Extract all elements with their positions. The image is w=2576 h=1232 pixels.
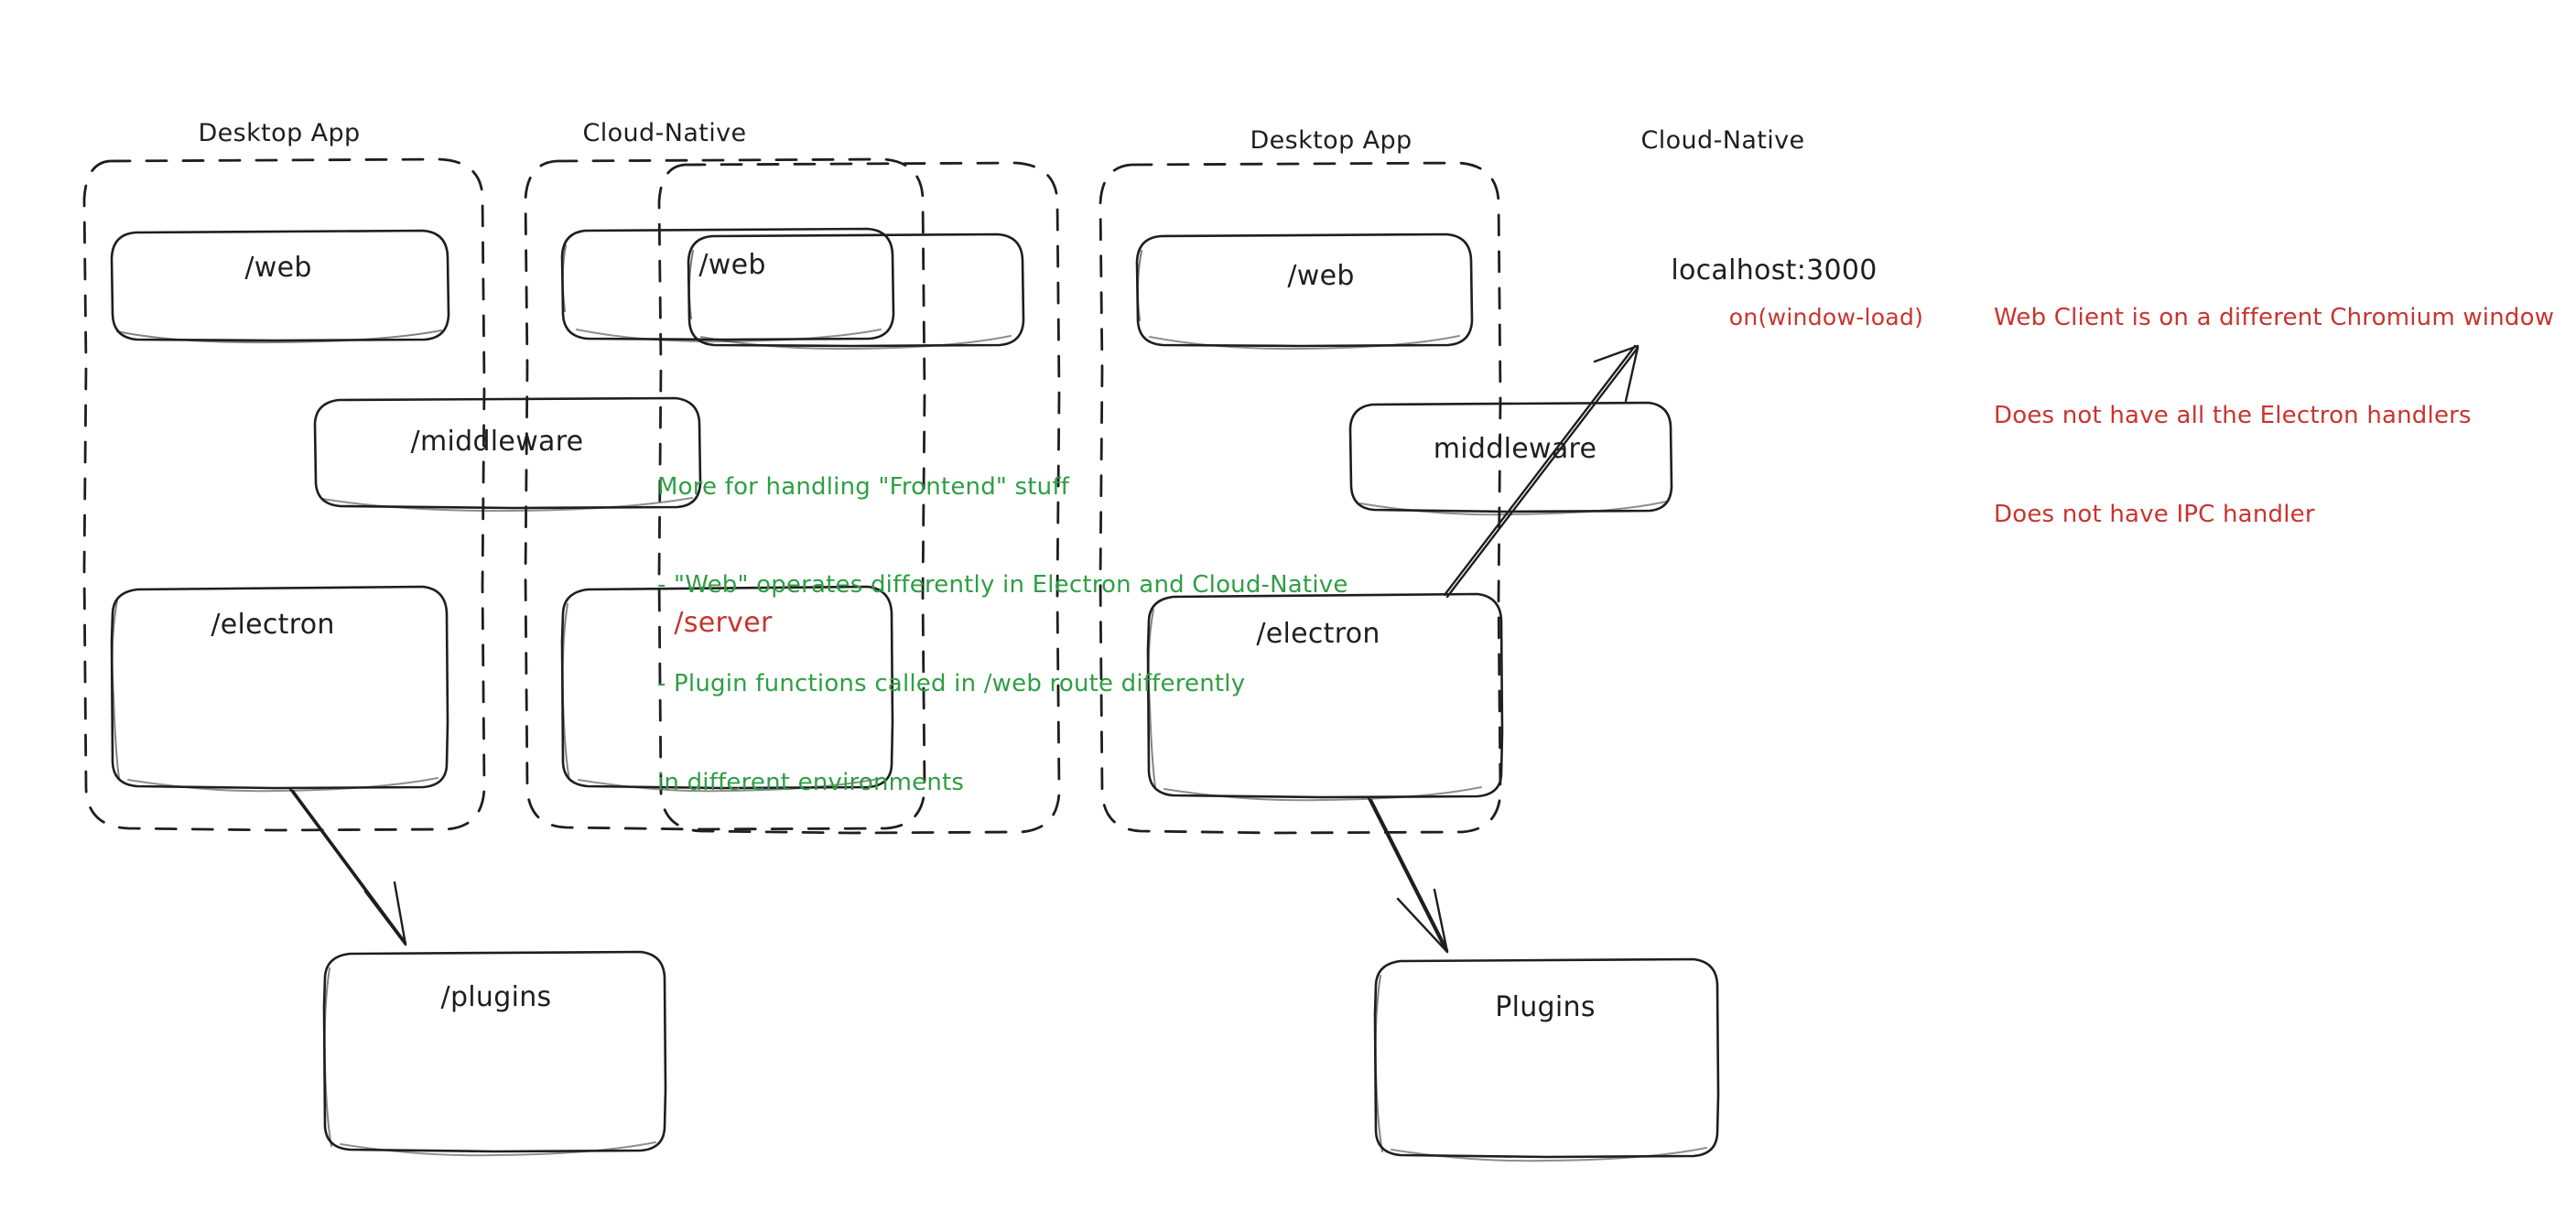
right-red-annotation-line-2: Does not have all the Electron handlers [1994,402,2472,430]
left-middleware-label: /middleware [410,426,584,458]
left-electron-label: /electron [211,609,335,641]
left-desktop-app-label: Desktop App [198,119,361,147]
left-electron-to-plugins-arrow [288,787,407,946]
right-localhost-label: localhost:3000 [1671,254,1878,286]
left-green-annotation-line-3: - Plugin functions called in /web route … [657,670,1246,697]
left-desktop-web-box [110,229,450,344]
right-electron-to-localhost-arrow [1443,344,1640,599]
left-plugins-label: /plugins [440,981,552,1013]
left-cloud-native-label: Cloud-Native [582,119,747,147]
right-localhost-sublabel: on(window-load) [1728,304,1924,330]
right-plugins-label: Plugins [1495,991,1596,1023]
right-desktop-web-label: /web [1287,260,1355,292]
right-desktop-app-label: Desktop App [1250,126,1412,155]
left-green-annotation: More for handling "Frontend" stuff - "We… [657,405,1348,865]
left-desktop-web-label: /web [244,252,312,284]
right-red-annotation: Web Client is on a different Chromium wi… [1994,236,2554,598]
right-cloud-native-label: Cloud-Native [1640,126,1805,155]
left-cloud-web-label: /web [698,249,766,281]
left-green-annotation-line-4: in different environments [657,768,965,796]
right-red-annotation-line-3: Does not have IPC handler [1994,501,2315,528]
right-middleware-label: middleware [1433,433,1597,465]
right-electron-label: /electron [1256,618,1380,650]
right-red-annotation-line-1: Web Client is on a different Chromium wi… [1994,303,2555,331]
right-plugins-box [1373,957,1720,1162]
left-server-label: /server [674,607,773,639]
right-electron-to-plugins-arrow [1367,796,1449,954]
left-cloud-web-box [560,227,895,343]
left-green-annotation-line-2: - "Web" operates differently in Electron… [657,571,1348,600]
left-green-annotation-line-1: More for handling "Frontend" stuff [657,472,1070,501]
